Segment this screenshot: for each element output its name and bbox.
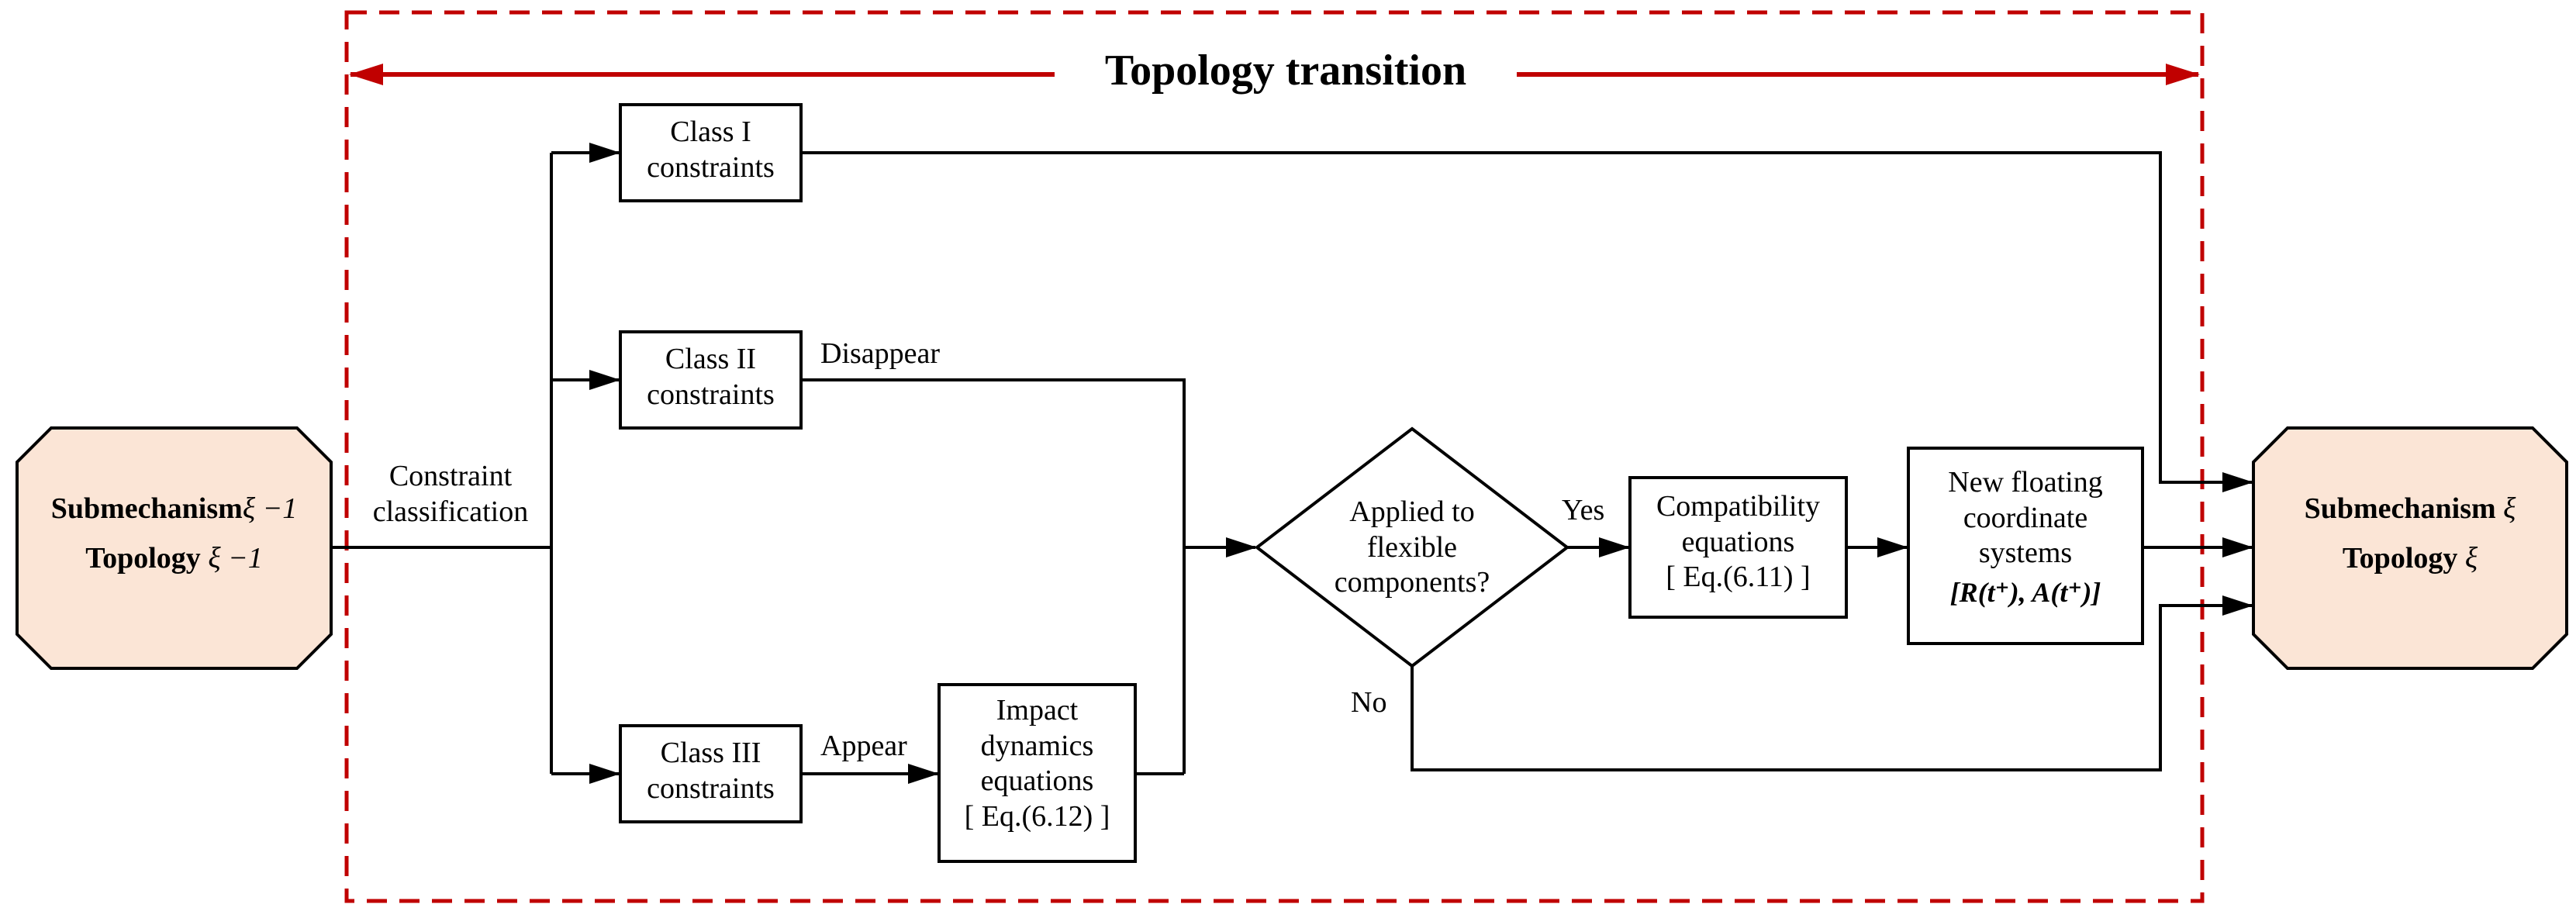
class2-box — [619, 330, 803, 430]
right-node-octagon — [2252, 426, 2568, 670]
impact-line1: Impact — [996, 694, 1079, 726]
right-node-line2-bold: Topology — [2342, 541, 2458, 575]
class3-line1: Class III — [660, 737, 761, 769]
class1-box — [619, 103, 803, 202]
floating-line3: systems — [1978, 537, 2073, 570]
class3-line2: constraints — [647, 771, 775, 805]
class2-line1: Class II — [665, 343, 757, 375]
no-label: No — [1351, 686, 1387, 719]
right-node-line2-symbol: ξ — [2464, 541, 2478, 575]
appear-label: Appear — [820, 730, 907, 762]
compat-line1: Compatibility — [1656, 490, 1821, 523]
compat-line2: equations — [1681, 525, 1795, 558]
yes-label: Yes — [1562, 494, 1605, 526]
impact-line2: dynamics — [980, 729, 1094, 762]
floating-line2: coordinate — [1963, 501, 2088, 534]
constraint-label-line1: Constraint — [388, 460, 513, 492]
left-node-line1-bold: Submechanism — [50, 492, 243, 525]
left-node-octagon — [16, 426, 333, 670]
decision-line1: Applied to — [1349, 495, 1475, 528]
topology-transition-frame — [344, 10, 2205, 903]
floating-line1: New floating — [1948, 466, 2103, 499]
class1-line1: Class I — [670, 116, 751, 148]
decision-line2: flexible — [1366, 530, 1458, 564]
impact-label: Impact dynamics equations [ Eq.(6.12) ] — [939, 693, 1135, 834]
class2-label: Class II constraints — [620, 342, 801, 412]
impact-line4: [ Eq.(6.12) ] — [964, 799, 1110, 833]
floating-line4: [R(t⁺), A(t⁺)] — [1949, 576, 2101, 608]
left-node-line2-symbol: ξ −1 — [208, 541, 263, 575]
left-node-line1-symbol: ξ −1 — [242, 492, 298, 525]
left-node-line2-bold: Topology — [85, 541, 201, 575]
floating-label: New floating coordinate systems [R(t⁺), … — [1908, 465, 2143, 609]
right-node-line1-bold: Submechanism — [2304, 492, 2496, 525]
decision-line3: components? — [1334, 566, 1490, 599]
class3-label: Class III constraints — [620, 736, 801, 806]
class2-line2: constraints — [647, 378, 775, 411]
right-node-line1-symbol: ξ — [2503, 492, 2516, 525]
constraint-label-line2: classification — [372, 495, 529, 528]
class1-line2: constraints — [647, 150, 775, 184]
connectors — [331, 143, 2253, 784]
floating-box — [1907, 447, 2144, 645]
compat-line3: [ Eq.(6.11) ] — [1666, 561, 1811, 594]
class1-label: Class I constraints — [620, 115, 801, 185]
right-node-label: Submechanism ξ Topology ξ — [2253, 492, 2567, 576]
decision-label: Applied to flexible components? — [1288, 495, 1536, 601]
left-node-label: Submechanismξ −1 Topology ξ −1 — [17, 492, 331, 576]
impact-line3: equations — [980, 764, 1094, 798]
disappear-label: Disappear — [820, 337, 941, 370]
compat-label: Compatibility equations [ Eq.(6.11) ] — [1630, 489, 1846, 595]
diagram-title: Topology transition — [1055, 45, 1517, 98]
constraint-classification-label: Constraint classification — [350, 459, 551, 530]
